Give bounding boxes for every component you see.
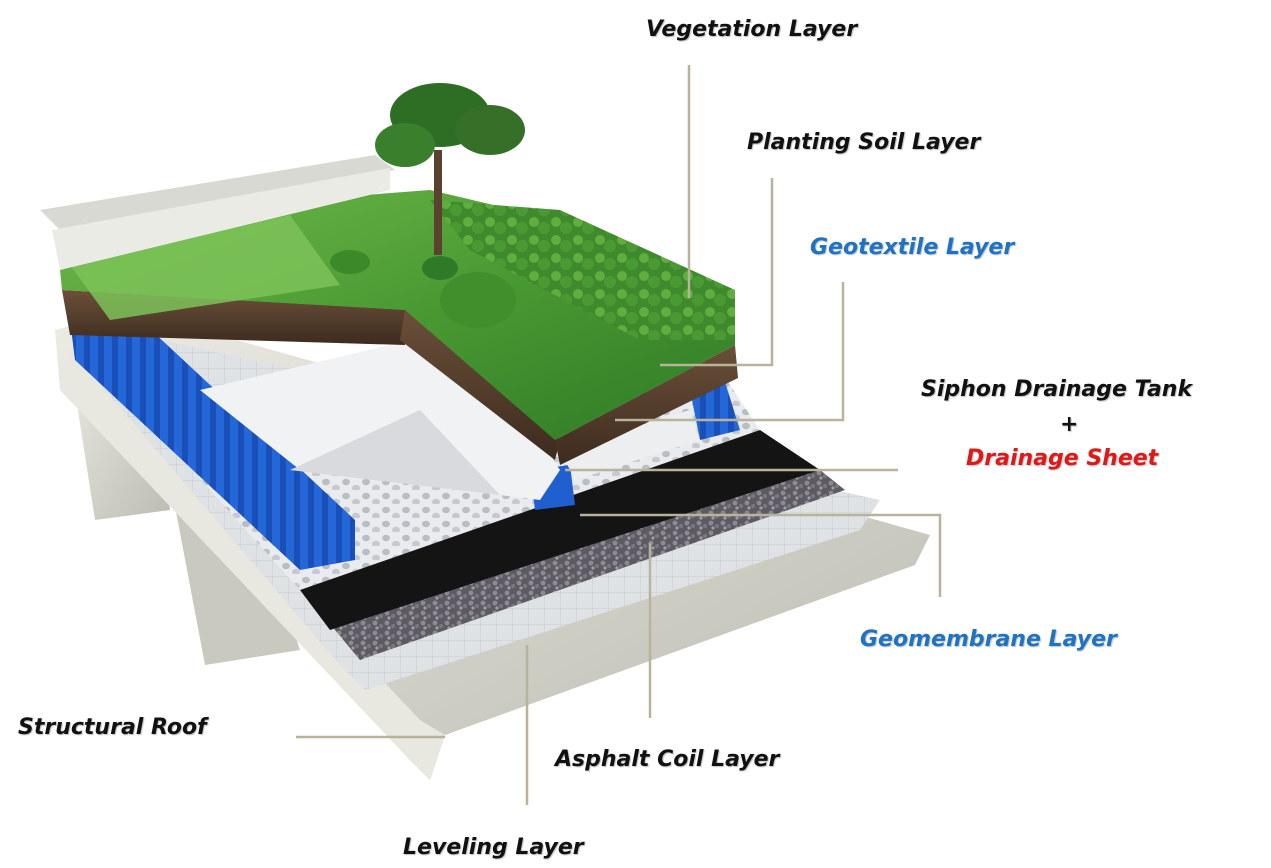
siphon-drainage-tank-label: Siphon Drainage Tank: [921, 377, 1193, 402]
asphalt-coil-layer: [300, 470, 845, 660]
shrub-small-2: [330, 250, 370, 274]
planting-soil-layer: [62, 290, 738, 465]
tree-canopy-3: [455, 105, 525, 155]
geomembrane-layer: [270, 430, 820, 630]
tree-canopy-2: [375, 123, 435, 167]
structural-roof-label: Structural Roof: [18, 715, 207, 740]
tree-trunk: [434, 150, 442, 255]
crop-rows: [70, 215, 340, 320]
leader-geomembrane: [580, 513, 942, 597]
leader-geotextile: [615, 282, 845, 422]
leader-lines: [296, 65, 942, 805]
shrub-small: [422, 256, 458, 280]
tree: [375, 83, 525, 255]
leveling-layer-label: Leveling Layer: [403, 835, 584, 860]
vegetation-layer: [60, 190, 735, 440]
asphalt-coil-layer-label: Asphalt Coil Layer: [555, 747, 780, 772]
plus-sign: +: [1060, 412, 1079, 437]
leader-planting-soil: [660, 178, 774, 367]
planting-soil-layer-label: Planting Soil Layer: [747, 130, 981, 155]
soil-edge-right: [555, 345, 738, 465]
shrub: [440, 272, 516, 328]
parapet-wall: [40, 155, 395, 230]
geotextile-layer-label: Geotextile Layer: [810, 235, 1015, 260]
blue-tank-left: [70, 315, 355, 570]
geotextile-strip: [560, 410, 700, 480]
geotextile-fold: [290, 410, 500, 495]
drainage-sheet-label: Drainage Sheet: [966, 446, 1159, 471]
geomembrane-layer-label: Geomembrane Layer: [860, 627, 1117, 652]
parapet-face: [52, 168, 390, 270]
blue-tank-right: [690, 382, 740, 440]
vegetation-layer-label: Vegetation Layer: [646, 17, 858, 42]
hedge: [430, 200, 735, 340]
soil-edge-notch: [400, 310, 560, 460]
